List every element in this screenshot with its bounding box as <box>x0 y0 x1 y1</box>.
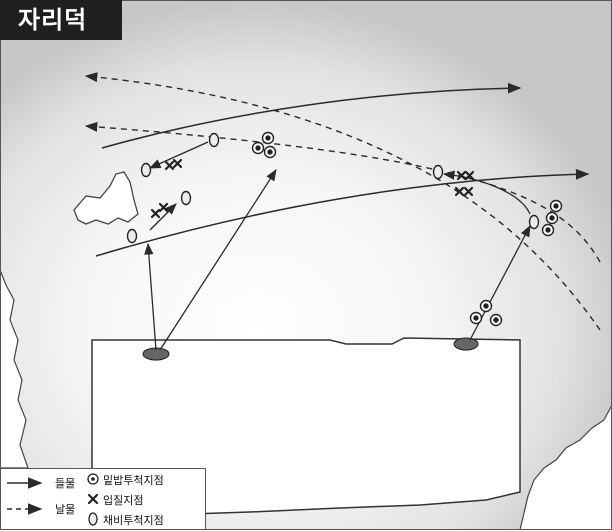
legend-graphics <box>7 473 99 526</box>
legend-ebb-label: 날물 <box>55 503 76 516</box>
flood-current-top <box>101 82 522 149</box>
cross-icon <box>456 170 467 181</box>
bullseye-icon <box>87 473 99 485</box>
float-icon <box>432 164 444 180</box>
bullseye-icon <box>251 141 265 155</box>
drift-arrow-2 <box>149 203 177 231</box>
cross-icon <box>150 208 161 219</box>
cross-icon <box>454 186 465 197</box>
legend-bite-label: 입질지점 <box>103 494 144 507</box>
cross-icon <box>464 170 475 181</box>
float-icon <box>88 512 98 526</box>
drift-arrow-3 <box>442 170 531 215</box>
float-icon <box>140 162 152 178</box>
cross-icon <box>158 202 169 213</box>
bullseye-icon <box>541 223 555 237</box>
ebb-current-top <box>84 72 601 331</box>
float-icon <box>126 228 138 244</box>
float-icon <box>208 132 220 148</box>
bullseye-icon <box>545 211 559 225</box>
bite-marks <box>150 158 475 219</box>
drift-arrow-1 <box>148 141 209 169</box>
small-island <box>73 171 139 225</box>
cast-line-2 <box>159 169 277 351</box>
float-marks <box>126 132 540 244</box>
bullseye-icon <box>549 199 563 213</box>
angler-position-right <box>453 337 479 351</box>
cross-icon <box>87 493 99 505</box>
cross-icon <box>164 160 175 171</box>
right-shore <box>519 404 612 530</box>
legend-chum-label: 밑밥투척지점 <box>103 474 164 487</box>
float-icon <box>180 190 192 206</box>
legend-flood-label: 들물 <box>55 477 76 490</box>
cross-icon <box>463 186 474 197</box>
page-title: 자리덕 <box>0 0 122 40</box>
bullseye-icon <box>263 145 277 159</box>
bullseye-icon <box>489 313 503 327</box>
legend-float-label: 채비투척지점 <box>103 514 164 527</box>
bullseye-icon <box>479 299 493 313</box>
ebb-current-middle <box>84 121 601 263</box>
chum-marks <box>251 131 563 327</box>
float-icon <box>528 214 540 230</box>
bullseye-icon <box>469 311 483 325</box>
bullseye-icon <box>261 131 275 145</box>
legend: 들물 날물 밑밥투척지점 입질지점 채비투척지점 <box>0 468 206 530</box>
cross-icon <box>172 158 183 169</box>
cast-line-1 <box>144 242 157 351</box>
flood-current-lower <box>95 168 590 257</box>
